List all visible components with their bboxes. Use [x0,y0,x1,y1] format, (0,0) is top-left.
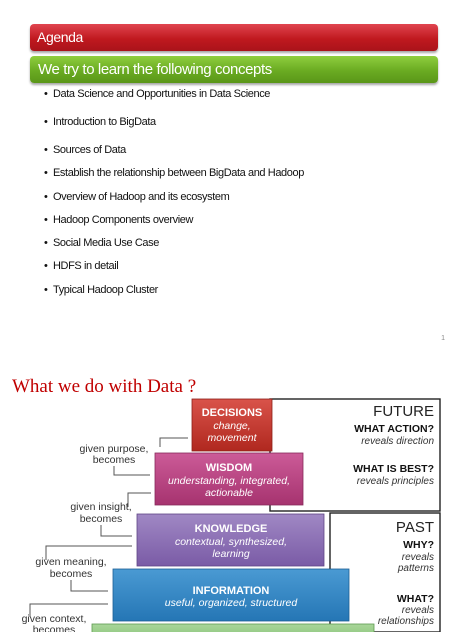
agenda-item: • Hadoop Components overview [44,214,193,226]
agenda-item-text: Typical Hadoop Cluster [53,284,158,296]
agenda-slide: Agenda We try to learn the following con… [30,24,445,342]
tier-title: INFORMATION [193,585,270,597]
agenda-item: • Sources of Data [44,144,126,156]
tier-subtitle: actionable [205,487,253,499]
agenda-item: • Establish the relationship between BigD… [44,167,304,179]
bullet: • [44,167,48,179]
past-answer: reveals [402,605,434,616]
future-question: WHAT IS BEST? [353,463,434,475]
transition-label: given meaning, [35,556,106,568]
tier-information: INFORMATION useful, organized, structure… [112,568,350,622]
tier-title: DECISIONS [202,407,263,419]
agenda-item-text: Social Media Use Case [53,237,159,249]
dikw-diagram: DECISIONS change, movement WISDOM unders… [22,398,441,632]
agenda-item-text: Introduction to BigData [53,116,156,128]
transition-label: becomes [33,624,76,632]
future-panel: FUTURE WHAT ACTION? reveals direction WH… [353,403,434,487]
agenda-item: • Data Science and Opportunities in Data … [44,88,270,100]
transition-label: becomes [93,454,136,466]
past-answer: reveals [402,552,434,563]
agenda-item-text: Data Science and Opportunities in Data S… [53,88,271,100]
past-answer: patterns [397,563,434,574]
past-answer: relationships [378,616,434,627]
transition-label: given insight, [70,501,131,513]
transition-label: given purpose, [80,443,149,455]
agenda-item: • Introduction to BigData [44,116,156,128]
bullet: • [44,260,48,272]
agenda-item: • HDFS in detail [44,260,119,272]
page-number: 1 [441,335,445,342]
transition-label: becomes [50,568,93,580]
agenda-item-text: HDFS in detail [53,260,119,272]
tier-data-partial [91,623,375,632]
agenda-item-text: Sources of Data [53,144,126,156]
future-question: WHAT ACTION? [354,423,434,435]
bullet: • [44,214,48,226]
agenda-item: • Typical Hadoop Cluster [44,284,158,296]
bullet: • [44,237,48,249]
past-label: PAST [396,519,434,536]
bullet: • [44,88,48,100]
tier-subtitle: understanding, integrated, [168,475,290,487]
transition-purpose: given purpose, becomes [80,443,149,466]
agenda-item: • Social Media Use Case [44,237,159,249]
future-answer: reveals principles [357,476,434,487]
past-question: WHY? [403,539,434,551]
tier-decisions: DECISIONS change, movement [191,398,273,452]
tier-subtitle: learning [212,548,250,560]
past-question: WHAT? [397,593,434,605]
tier-subtitle: change, [213,420,250,432]
agenda-item-text: Establish the relationship between BigDa… [53,167,304,179]
transition-label: given context, [22,613,87,625]
bullet: • [44,116,48,128]
bullet: • [44,284,48,296]
agenda-item-text: Hadoop Components overview [53,214,194,226]
tier-subtitle: useful, organized, structured [165,597,299,609]
bullet: • [44,191,48,203]
tier-title: WISDOM [206,462,252,474]
agenda-header: Agenda [30,24,438,51]
data-pyramid-slide: What we do with Data ? DECISION [0,360,474,632]
tier-subtitle: movement [207,432,257,444]
future-label: FUTURE [373,403,434,420]
tier-subtitle: contextual, synthesized, [175,536,287,548]
transition-insight: given insight, becomes [70,501,131,525]
slide-title: What we do with Data ? [12,376,197,397]
tier-knowledge: KNOWLEDGE contextual, synthesized, learn… [136,513,325,567]
agenda-subheader: We try to learn the following concepts [30,56,438,83]
agenda-item: • Overview of Hadoop and its ecosystem [44,191,230,203]
bullet: • [44,144,48,156]
past-panel: PAST WHY? reveals patterns WHAT? reveals… [378,519,434,627]
transition-label: becomes [80,513,123,525]
transition-meaning: given meaning, becomes [35,556,106,580]
transition-context: given context, becomes [22,613,87,632]
agenda-item-text: Overview of Hadoop and its ecosystem [53,191,230,203]
tier-wisdom: WISDOM understanding, integrated, action… [154,452,304,506]
future-answer: reveals direction [361,436,434,447]
tier-title: KNOWLEDGE [195,523,268,535]
